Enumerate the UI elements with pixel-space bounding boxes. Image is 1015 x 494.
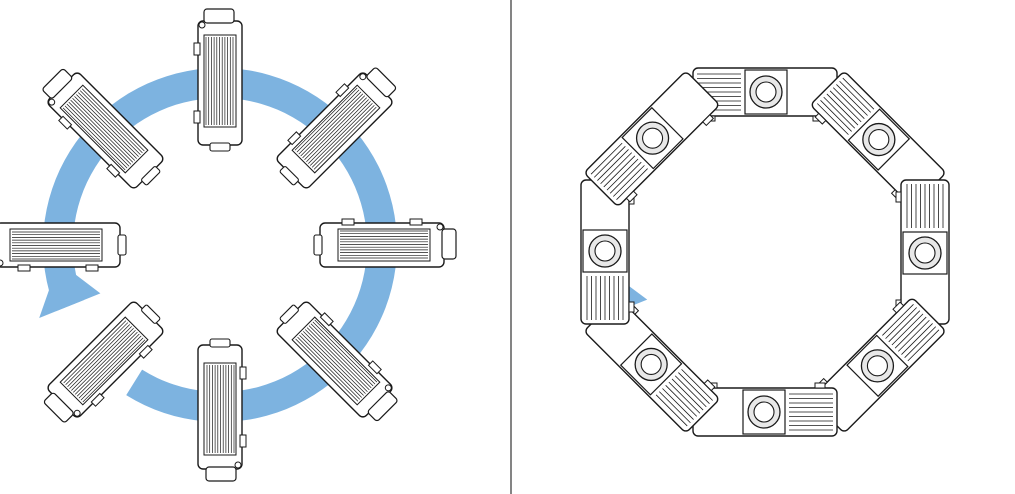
projector-front-icon [895,179,950,325]
projector-front-icon [580,179,635,325]
front-view-panel [580,67,950,437]
side-view-panel [0,8,457,482]
projector-front-icon [692,382,838,437]
projector-side-icon [197,338,247,482]
projector-side-icon [276,301,398,422]
projector-front-icon [692,67,838,122]
projector-front-icon [585,298,719,432]
projector-front-icon [811,72,945,206]
projector-side-icon [43,301,164,423]
projector-front-icon [585,72,719,206]
projector-front-icon [811,298,945,432]
projector-side-icon [276,67,397,189]
projector-side-icon [0,222,127,272]
projector-side-icon [193,8,243,152]
projector-side-icon [313,218,457,268]
projector-side-icon [42,68,164,189]
rotation-arrow-head [39,261,101,319]
